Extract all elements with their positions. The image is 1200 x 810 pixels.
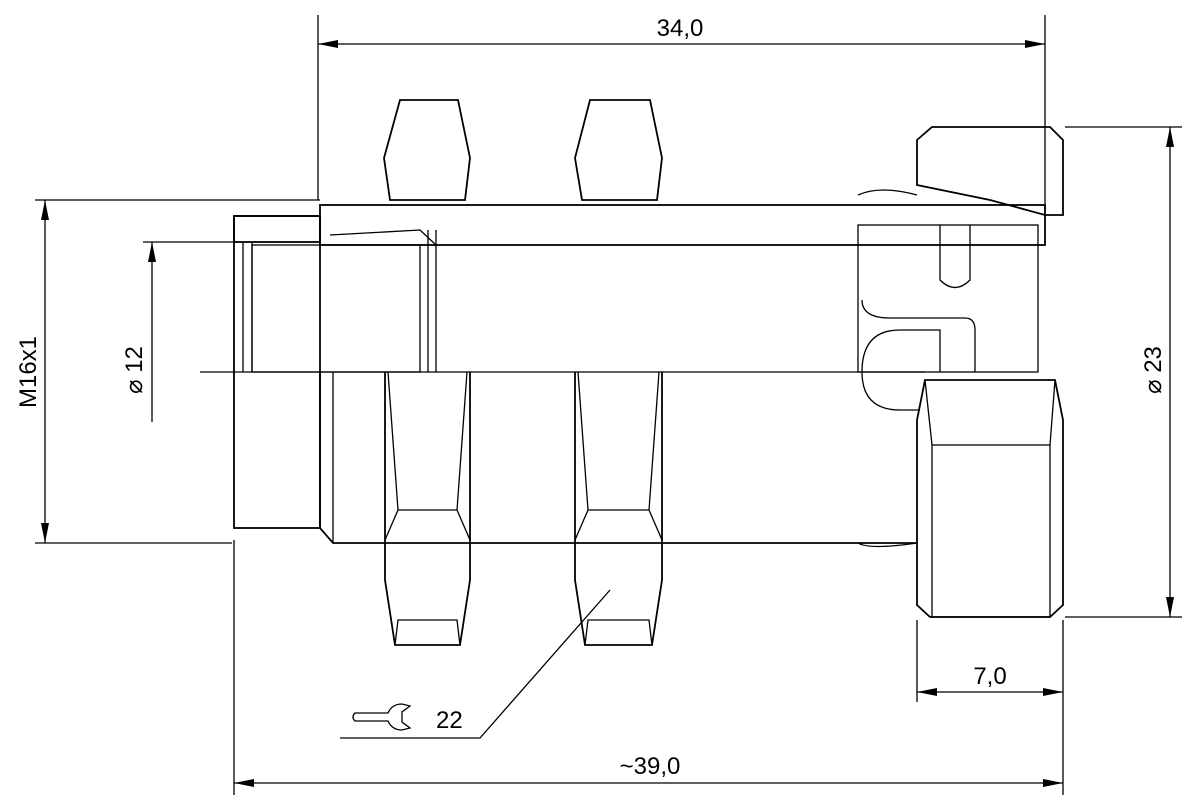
nut [916,126,1064,618]
lug-top [383,99,663,201]
wrench-size: 22 [436,707,463,734]
dim-total-length: ~39,0 [620,753,681,780]
sleeve [251,204,1046,544]
dim-nut-diameter: ⌀ 23 [1140,346,1167,394]
dim-thread: M16x1 [15,336,42,408]
dim-nut-width: 7,0 [973,663,1006,690]
extension-lines [35,15,1182,795]
dimension-lines [41,40,1174,787]
lug-bottom [384,371,663,646]
contact-spring [857,189,1039,548]
dim-sleeve-length: 34,0 [657,15,704,42]
dim-inner-diameter: ⌀ 12 [121,346,148,394]
wrench-icon [352,703,412,731]
